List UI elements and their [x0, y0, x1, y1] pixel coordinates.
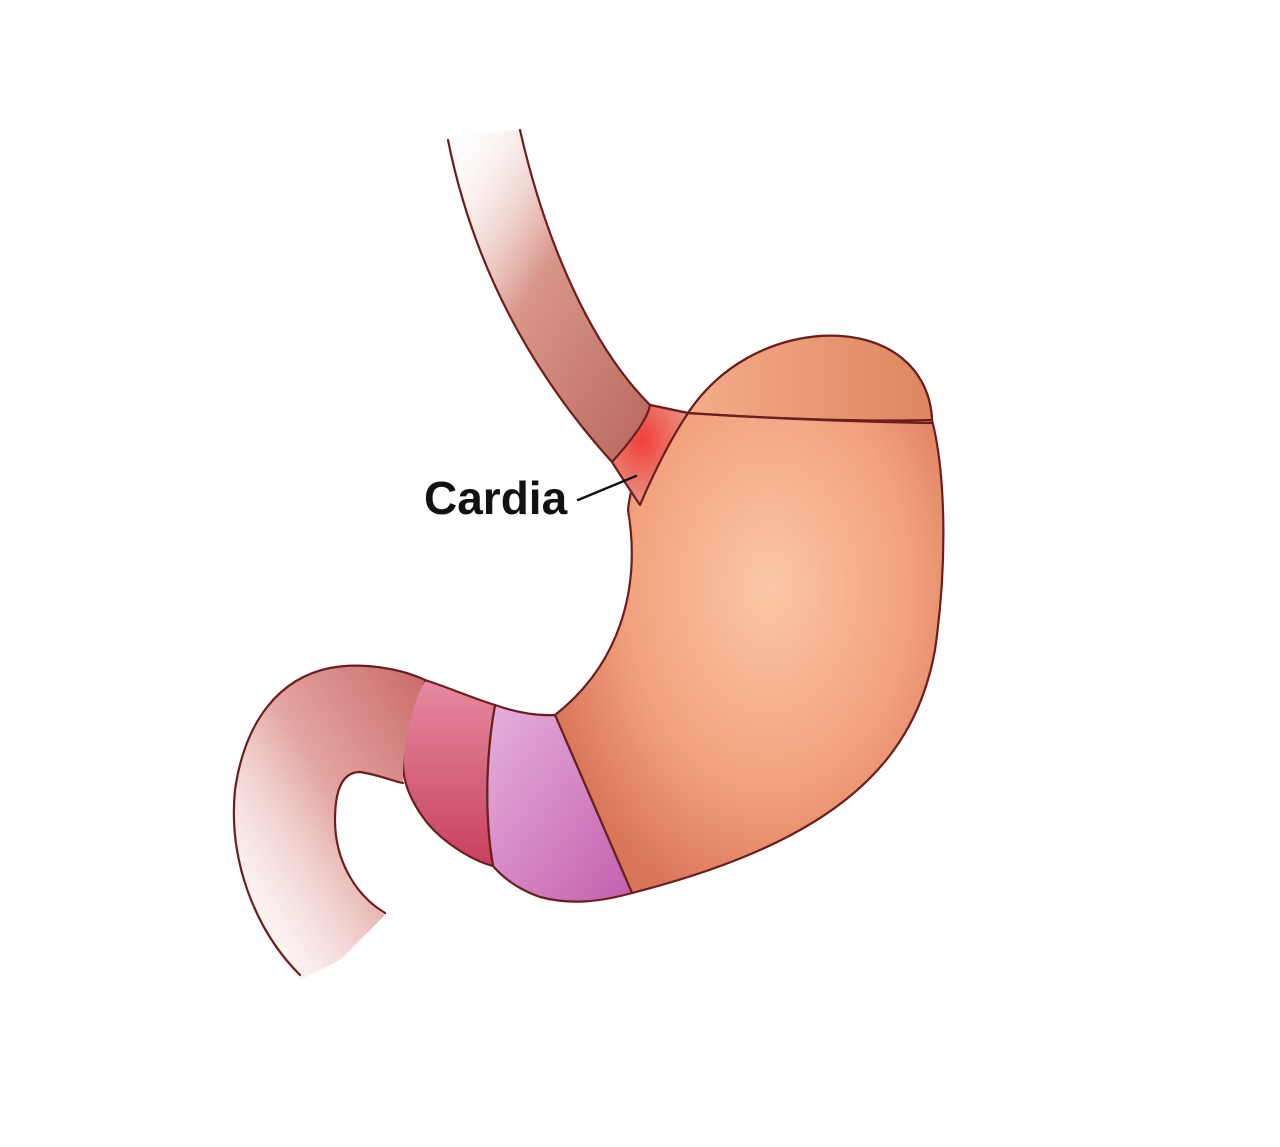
cardia-region [610, 403, 690, 507]
esophagus [445, 130, 650, 462]
esophagus-left-edge [446, 138, 614, 464]
fundus [686, 334, 934, 422]
pyloric-sphincter [401, 678, 497, 868]
duodenum-inner-edge [333, 770, 405, 915]
cardia-leader-line [576, 474, 638, 502]
esophagus-right-edge [518, 128, 652, 407]
cardia-label: Cardia [424, 472, 568, 524]
duodenum [233, 665, 425, 980]
fundus-line [686, 411, 934, 425]
duodenum-outer-edge [232, 664, 427, 977]
